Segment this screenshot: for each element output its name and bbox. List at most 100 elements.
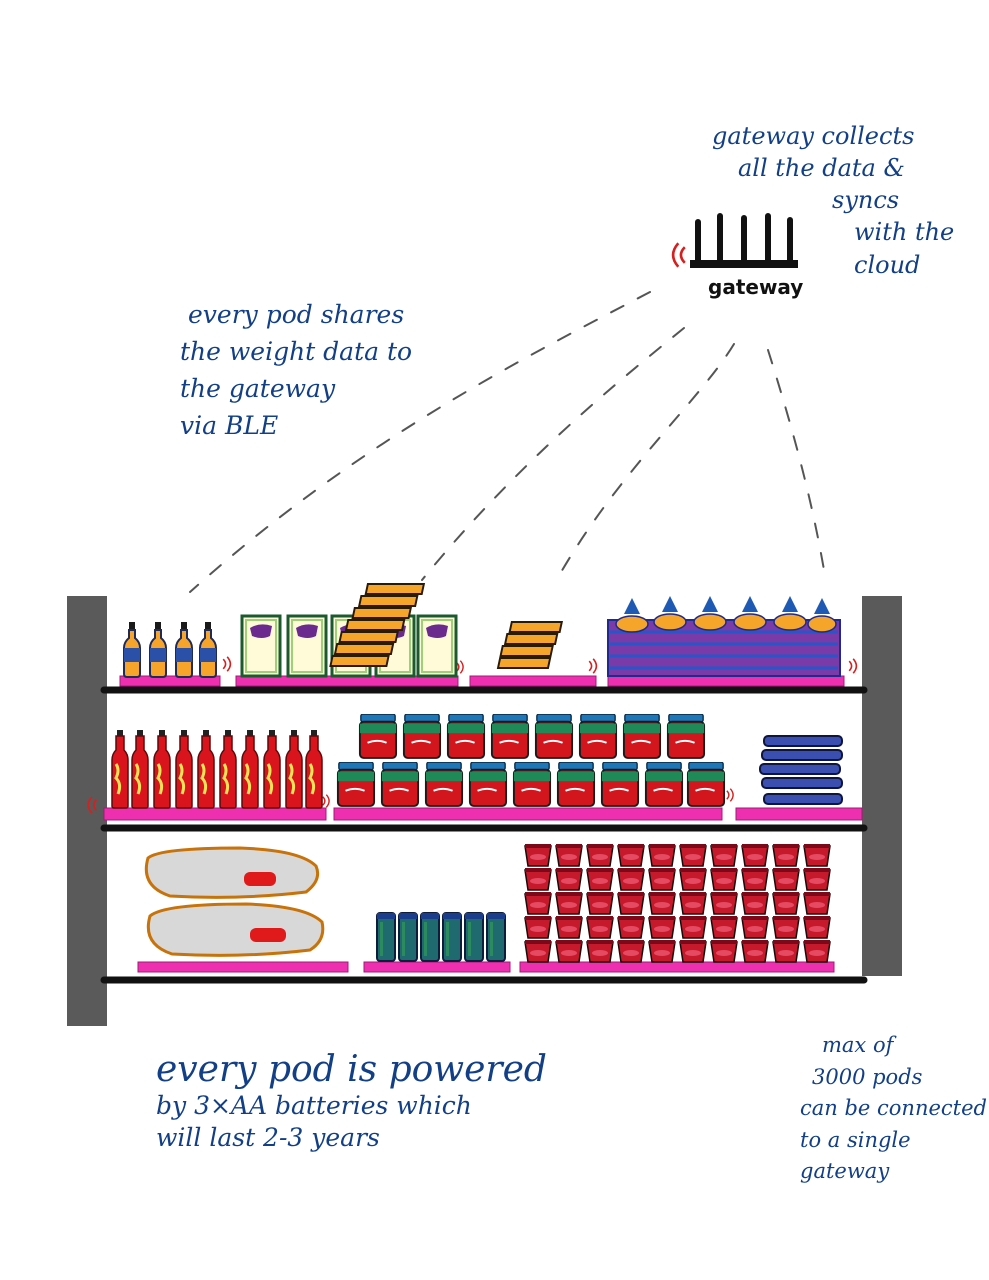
- cup: [741, 892, 769, 915]
- cup: [741, 916, 769, 939]
- cup: [524, 868, 552, 891]
- cup-stack: [524, 844, 831, 963]
- pod: [469, 675, 597, 687]
- note-line: can be connected: [800, 1096, 987, 1120]
- cup: [679, 916, 707, 939]
- cup: [679, 940, 707, 963]
- note-line: every pod shares: [188, 300, 405, 329]
- cup: [772, 916, 800, 939]
- note-line: gateway: [800, 1159, 890, 1183]
- cans: [376, 912, 506, 962]
- cup: [617, 868, 645, 891]
- cup: [586, 940, 614, 963]
- cup: [772, 892, 800, 915]
- note-line: will last 2-3 years: [156, 1122, 380, 1152]
- products-top-shelf: [123, 583, 841, 678]
- note-line: max of: [822, 1033, 894, 1057]
- jars: [336, 714, 726, 807]
- cup: [710, 868, 738, 891]
- pod: [103, 807, 327, 821]
- pod-power-note: every pod is powered by 3×AA batteries w…: [156, 1050, 547, 1154]
- pod-ble-note: every pod shares the weight data to the …: [180, 296, 412, 444]
- cup: [555, 916, 583, 939]
- cup: [586, 892, 614, 915]
- cup: [524, 844, 552, 867]
- bottle: [199, 622, 217, 678]
- pod: [735, 807, 863, 821]
- cup: [803, 916, 831, 939]
- cup: [524, 940, 552, 963]
- rice-bags: [144, 846, 325, 957]
- cereal-box: [416, 614, 458, 678]
- cup: [586, 844, 614, 867]
- pineapple-crates: [607, 596, 841, 677]
- note-line: all the data &: [738, 154, 905, 183]
- bottle: [123, 622, 141, 678]
- cup: [617, 940, 645, 963]
- cup: [741, 868, 769, 891]
- cup: [772, 868, 800, 891]
- cup: [772, 844, 800, 867]
- pod: [607, 675, 845, 687]
- cup: [648, 892, 676, 915]
- products-middle-shelf: [110, 714, 843, 810]
- cup: [617, 844, 645, 867]
- note-line: 3000 pods: [812, 1064, 923, 1089]
- note-line: via BLE: [180, 411, 279, 440]
- stacked-boxes: [329, 583, 564, 669]
- shelf-boards: [100, 686, 868, 984]
- cup: [524, 916, 552, 939]
- cup: [710, 916, 738, 939]
- cup: [648, 868, 676, 891]
- cup: [524, 892, 552, 915]
- cup: [617, 916, 645, 939]
- note-line: by 3×AA batteries which: [156, 1090, 472, 1120]
- gateway-icon: [671, 213, 798, 268]
- cereal-box: [240, 614, 282, 678]
- note-line: syncs: [832, 186, 900, 215]
- cup: [679, 868, 707, 891]
- hot-sauce-bottles: [110, 730, 324, 810]
- cup: [741, 844, 769, 867]
- pod: [137, 961, 349, 973]
- cup: [710, 892, 738, 915]
- pod: [119, 675, 221, 687]
- cup: [648, 844, 676, 867]
- cup: [555, 892, 583, 915]
- shelf-post-left: [67, 596, 107, 1026]
- cup: [741, 940, 769, 963]
- gateway-label: gateway: [708, 275, 803, 299]
- cup: [679, 892, 707, 915]
- bottle: [175, 622, 193, 678]
- note-line: gateway collects: [712, 122, 915, 150]
- cup: [617, 892, 645, 915]
- cup: [803, 868, 831, 891]
- products-bottom-shelf: [144, 844, 831, 963]
- cup: [555, 868, 583, 891]
- cereal-box: [286, 614, 328, 678]
- pod: [363, 961, 511, 973]
- weight-pods: [103, 675, 863, 973]
- note-line: with the: [854, 218, 955, 247]
- note-line: cloud: [854, 250, 921, 279]
- ble-links: [189, 291, 825, 593]
- cup: [803, 892, 831, 915]
- cup: [555, 844, 583, 867]
- note-line: the gateway: [180, 374, 336, 403]
- cup: [586, 868, 614, 891]
- cup: [803, 844, 831, 867]
- stacked-trays: [759, 735, 843, 805]
- gateway-note: gateway collects all the data & syncs wi…: [712, 120, 954, 281]
- pod: [333, 807, 723, 821]
- note-line: every pod is powered: [156, 1049, 547, 1090]
- gateway-capacity-note: max of 3000 pods can be connected to a s…: [800, 1030, 987, 1188]
- cup: [555, 940, 583, 963]
- pod: [519, 961, 835, 973]
- shelf-post-right: [862, 596, 902, 976]
- note-line: the weight data to: [180, 337, 413, 366]
- cup: [586, 916, 614, 939]
- cup: [710, 940, 738, 963]
- note-line: to a single: [800, 1127, 911, 1152]
- cup: [710, 844, 738, 867]
